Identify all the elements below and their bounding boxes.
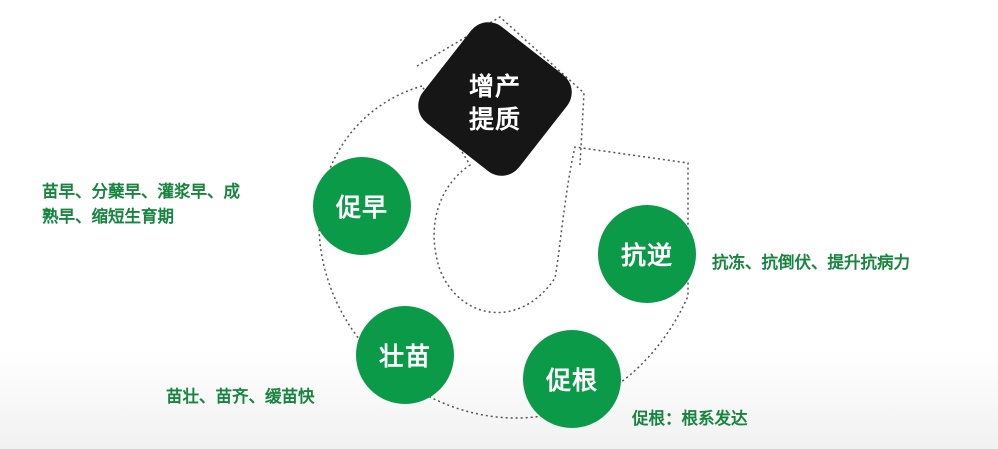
center-label-line1: 增产 [468,72,521,101]
node-strong-seedling: 壮苗 [356,306,454,404]
node-resist-label: 抗逆 [620,241,673,270]
node-resist: 抗逆 [598,205,696,303]
node-promote-early-label: 促早 [335,193,388,222]
note-resist-text: 抗冻、抗倒伏、提升抗病力 [712,253,910,272]
center-frame-outline [416,16,585,166]
note-strong-seedling-text: 苗壮、苗齐、缓苗快 [166,387,315,406]
note-root-text: 促根：根系发达 [632,409,748,428]
center-label-line2: 提质 [468,105,521,134]
note-promote-early: 苗早、分蘖早、灌浆早、成 熟早、缩短生育期 [42,179,240,229]
note-strong-seedling: 苗壮、苗齐、缓苗快 [166,384,315,409]
note-root: 促根：根系发达 [632,406,748,431]
center-box-shape [418,22,572,176]
note-resist: 抗冻、抗倒伏、提升抗病力 [712,250,910,275]
cycle-arrow-outline [318,85,689,419]
node-promote-early: 促早 [313,157,411,255]
center-label: 增产 提质 [424,44,566,162]
node-strong-seedling-label: 壮苗 [378,342,431,371]
node-root: 促根 [523,330,621,428]
note-promote-early-line2: 熟早、缩短生育期 [42,207,174,226]
note-promote-early-line1: 苗早、分蘖早、灌浆早、成 [42,182,240,201]
node-root-label: 促根 [545,366,598,395]
